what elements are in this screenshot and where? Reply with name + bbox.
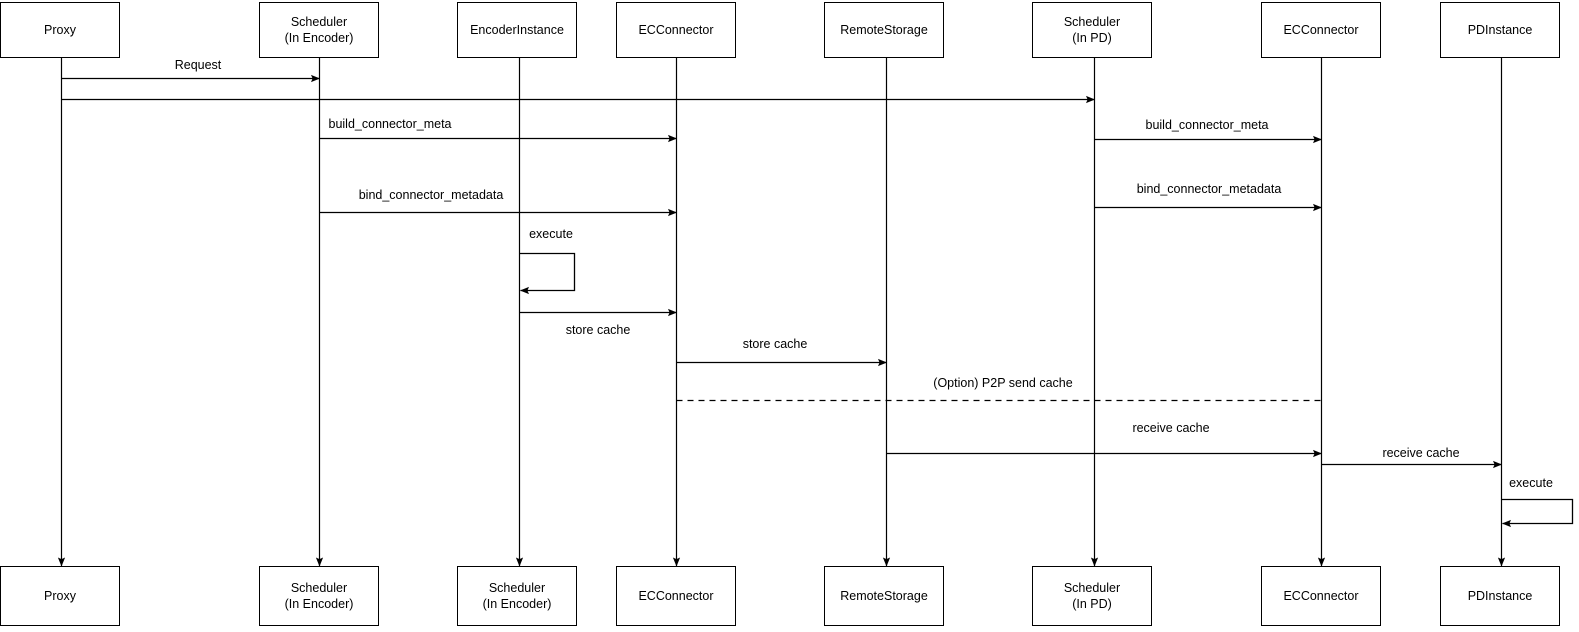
participant-label: (In Encoder): [482, 597, 552, 611]
participant-bottom-sched-enc2-b[interactable]: Scheduler (In Encoder): [457, 566, 577, 626]
participant-label: PDInstance: [1467, 589, 1533, 603]
participant-label: Scheduler: [1063, 15, 1121, 29]
participant-label: Proxy: [44, 23, 76, 37]
message-arrows: [61, 74, 1502, 469]
lifeline-lines: [57, 58, 1506, 567]
participant-top-ecconn-enc[interactable]: ECConnector: [616, 2, 736, 58]
participant-label: ECConnector: [638, 589, 714, 603]
participant-label: Scheduler: [290, 581, 348, 595]
participant-top-sched-pd[interactable]: Scheduler (In PD): [1032, 2, 1152, 58]
participant-label: ECConnector: [1283, 589, 1359, 603]
participant-label: (In Encoder): [284, 597, 354, 611]
participant-bottom-sched-pd-b[interactable]: Scheduler (In PD): [1032, 566, 1152, 626]
participant-label: (In PD): [1072, 31, 1112, 45]
participant-top-sched-enc[interactable]: Scheduler (In Encoder): [259, 2, 379, 58]
participant-label: RemoteStorage: [840, 23, 928, 37]
participant-label: (In Encoder): [284, 31, 354, 45]
message-label-m9: (Option) P2P send cache: [930, 376, 1076, 390]
self-call-s2: [1501, 498, 1574, 528]
message-label-m7: store cache: [562, 323, 634, 337]
participant-bottom-sched-enc-b[interactable]: Scheduler (In Encoder): [259, 566, 379, 626]
participant-top-ecconn-pd[interactable]: ECConnector: [1261, 2, 1381, 58]
participant-label: Scheduler: [1063, 581, 1121, 595]
participant-bottom-ecconn-enc-b[interactable]: ECConnector: [616, 566, 736, 626]
message-label-m6: bind_connector_metadata: [1133, 182, 1285, 196]
message-label-m5: bind_connector_metadata: [355, 188, 507, 202]
participant-top-proxy[interactable]: Proxy: [0, 2, 120, 58]
participant-label: ECConnector: [1283, 23, 1359, 37]
self-call-s1: [519, 252, 576, 295]
participant-bottom-pd-inst-b[interactable]: PDInstance: [1440, 566, 1560, 626]
participant-bottom-ecconn-pd-b[interactable]: ECConnector: [1261, 566, 1381, 626]
message-label-m10: receive cache: [1129, 421, 1213, 435]
participant-label: (In PD): [1072, 597, 1112, 611]
participant-bottom-remote-store-b[interactable]: RemoteStorage: [824, 566, 944, 626]
self-call-label-s1: execute: [526, 227, 576, 241]
participant-label: RemoteStorage: [840, 589, 928, 603]
participant-label: Scheduler: [290, 15, 348, 29]
self-call-label-s2: execute: [1506, 476, 1556, 490]
participant-bottom-proxy-b[interactable]: Proxy: [0, 566, 120, 626]
participant-top-remote-store[interactable]: RemoteStorage: [824, 2, 944, 58]
message-label-m11: receive cache: [1379, 446, 1463, 460]
message-label-m8: store cache: [739, 337, 811, 351]
participant-label: ECConnector: [638, 23, 714, 37]
message-label-m4: build_connector_meta: [1142, 118, 1272, 132]
participant-label: Proxy: [44, 589, 76, 603]
participant-top-pd-inst[interactable]: PDInstance: [1440, 2, 1560, 58]
participant-label: EncoderInstance: [470, 23, 564, 37]
participant-label: Scheduler: [488, 581, 546, 595]
participant-top-encoder-inst[interactable]: EncoderInstance: [457, 2, 577, 58]
self-call-loops: [519, 252, 1574, 528]
message-label-m1: Request: [171, 58, 225, 72]
message-label-m3: build_connector_meta: [325, 117, 455, 131]
participant-label: PDInstance: [1467, 23, 1533, 37]
